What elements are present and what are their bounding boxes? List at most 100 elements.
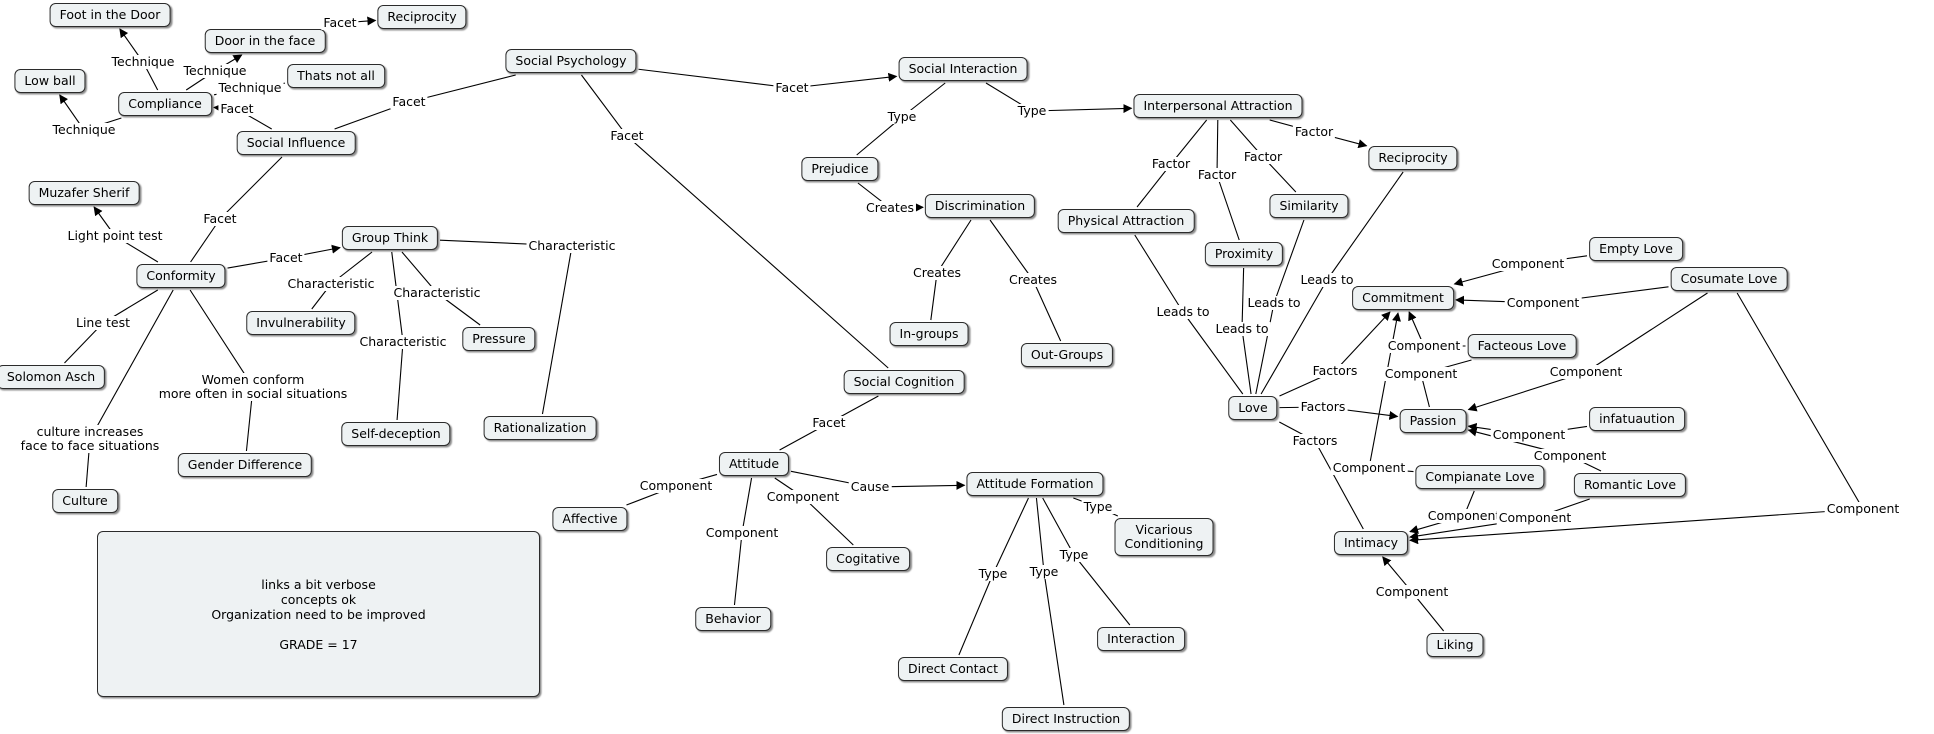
concept-infatuaution[interactable]: infatuaution bbox=[1589, 407, 1685, 431]
link-label-infatuation-passion: Component bbox=[1490, 427, 1568, 442]
concept-social-interaction[interactable]: Social Interaction bbox=[898, 57, 1028, 81]
connector-love-proximity bbox=[1241, 328, 1252, 395]
link-label-love-commitment: Factors bbox=[1310, 363, 1360, 378]
link-label-interattr-similarity: Factor bbox=[1241, 149, 1285, 164]
notes-line: Organization need to be improved bbox=[211, 606, 426, 622]
link-label-interattr-proximity: Factor bbox=[1195, 167, 1239, 182]
concept-empty-love[interactable]: Empty Love bbox=[1589, 237, 1683, 261]
connector-socinf-conformity bbox=[190, 218, 221, 263]
grading-notes-box: links a bit verbose concepts ok Organiza… bbox=[97, 531, 540, 697]
concept-intimacy[interactable]: Intimacy bbox=[1333, 531, 1409, 555]
connector-attform-interaction bbox=[1042, 497, 1075, 556]
concept-proximity[interactable]: Proximity bbox=[1204, 242, 1284, 266]
link-label-conformity-solomon: Line test bbox=[73, 315, 133, 330]
concept-attitude-formation[interactable]: Attitude Formation bbox=[966, 472, 1104, 496]
link-label-door-recip1: Facet bbox=[321, 15, 359, 30]
concept-reciprocity-right[interactable]: Reciprocity bbox=[1368, 146, 1458, 170]
concept-romantic-love[interactable]: Romantic Love bbox=[1573, 473, 1687, 497]
concept-reciprocity-top[interactable]: Reciprocity bbox=[377, 5, 467, 29]
link-label-compianate-commitment: Component bbox=[1330, 460, 1408, 475]
link-label-compliance-foot: Technique bbox=[109, 54, 177, 69]
concept-invulnerability[interactable]: Invulnerability bbox=[246, 311, 356, 335]
concept-compliance[interactable]: Compliance bbox=[118, 92, 212, 116]
arrow-connector-socint-interattr bbox=[1031, 104, 1133, 114]
connector-conformity-gender bbox=[189, 289, 254, 388]
concept-rationalization[interactable]: Rationalization bbox=[483, 416, 597, 440]
connector-discrim-outgroups bbox=[989, 219, 1034, 281]
concept-direct-contact[interactable]: Direct Contact bbox=[897, 657, 1009, 681]
concept-solomon-asch[interactable]: Solomon Asch bbox=[0, 365, 106, 389]
link-label-cosumate-commitment: Component bbox=[1504, 295, 1582, 310]
connector-love-physattr bbox=[1182, 311, 1244, 395]
concept-compianate-love[interactable]: Compianate Love bbox=[1415, 465, 1545, 489]
connector-discrim-ingroups bbox=[936, 219, 972, 274]
concept-facteous-love[interactable]: Facteous Love bbox=[1467, 334, 1577, 358]
concept-liking[interactable]: Liking bbox=[1426, 633, 1484, 657]
connector-love-proximity bbox=[1241, 267, 1245, 330]
concept-group-think[interactable]: Group Think bbox=[341, 226, 439, 250]
concept-door-in-the-face[interactable]: Door in the face bbox=[204, 29, 326, 53]
connector-conformity-culture bbox=[89, 289, 174, 440]
link-label-discrim-ingroups: Creates bbox=[910, 265, 964, 280]
concept-interpersonal-attraction[interactable]: Interpersonal Attraction bbox=[1133, 94, 1303, 118]
link-label-groupthink-invuln: Characteristic bbox=[285, 276, 377, 291]
link-label-love-intimacy: Factors bbox=[1290, 433, 1340, 448]
connector-interattr-proximity bbox=[1216, 174, 1240, 241]
concept-conformity[interactable]: Conformity bbox=[136, 264, 226, 288]
concept-low-ball[interactable]: Low ball bbox=[14, 69, 86, 93]
concept-cosumate-love[interactable]: Cosumate Love bbox=[1670, 267, 1788, 291]
concept-out-groups[interactable]: Out-Groups bbox=[1020, 343, 1114, 367]
concept-cogitative[interactable]: Cogitative bbox=[826, 547, 910, 571]
concept-self-deception[interactable]: Self-deception bbox=[341, 422, 451, 446]
connector-interattr-physattr bbox=[1136, 163, 1172, 208]
arrow-connector-cosumate-intimacy bbox=[1409, 508, 1864, 545]
concept-thats-not-all[interactable]: Thats not all bbox=[287, 64, 385, 88]
link-label-interattr-physattr: Factor bbox=[1149, 156, 1193, 171]
concept-muzafer-sherif[interactable]: Muzafer Sherif bbox=[28, 181, 140, 205]
concept-direct-instruction[interactable]: Direct Instruction bbox=[1001, 707, 1131, 731]
concept-similarity[interactable]: Similarity bbox=[1269, 194, 1349, 218]
link-label-compianate-intimacy: Component bbox=[1425, 508, 1503, 523]
link-label-socinf-conformity: Facet bbox=[201, 211, 239, 226]
concept-gender-difference[interactable]: Gender Difference bbox=[177, 453, 313, 477]
concept-passion[interactable]: Passion bbox=[1399, 409, 1467, 433]
link-label-soccog-attitude: Facet bbox=[810, 415, 848, 430]
concept-affective[interactable]: Affective bbox=[552, 507, 628, 531]
concept-culture[interactable]: Culture bbox=[52, 489, 118, 513]
arrow-connector-love-commitment bbox=[1334, 311, 1391, 372]
link-label-interattr-recip2: Factor bbox=[1292, 124, 1336, 139]
link-label-prejudice-discrim: Creates bbox=[863, 200, 917, 215]
concept-prejudice[interactable]: Prejudice bbox=[801, 157, 879, 181]
link-label-love-recip2: Leads to bbox=[1298, 272, 1356, 287]
arrow-connector-compianate-commitment bbox=[1368, 312, 1401, 469]
link-label-love-physattr: Leads to bbox=[1154, 304, 1212, 319]
notes-line: GRADE = 17 bbox=[279, 636, 358, 652]
concept-pressure[interactable]: Pressure bbox=[462, 327, 536, 351]
link-label-groupthink-ration: Characteristic bbox=[526, 238, 618, 253]
link-label-discrim-outgroups: Creates bbox=[1006, 272, 1060, 287]
concept-love[interactable]: Love bbox=[1228, 396, 1278, 420]
connector-attitude-behavior bbox=[741, 477, 753, 534]
concept-social-cognition[interactable]: Social Cognition bbox=[843, 370, 965, 394]
concept-behavior[interactable]: Behavior bbox=[695, 607, 771, 631]
concept-foot-in-the-door[interactable]: Foot in the Door bbox=[49, 3, 171, 27]
concept-in-groups[interactable]: In-groups bbox=[889, 322, 969, 346]
link-label-conformity-groupthink: Facet bbox=[267, 250, 305, 265]
concept-social-influence[interactable]: Social Influence bbox=[236, 131, 356, 155]
connector-attitude-behavior bbox=[733, 532, 743, 606]
concept-attitude[interactable]: Attitude bbox=[718, 452, 790, 476]
link-label-love-similarity: Leads to bbox=[1245, 295, 1303, 310]
link-label-cosumate-passion: Component bbox=[1547, 364, 1625, 379]
concept-discrimination[interactable]: Discrimination bbox=[924, 194, 1036, 218]
link-label-attform-directinstr: Type bbox=[1027, 564, 1061, 579]
connector-attform-directinstr bbox=[1043, 571, 1065, 706]
concept-physical-attraction[interactable]: Physical Attraction bbox=[1057, 209, 1195, 233]
concept-commitment[interactable]: Commitment bbox=[1352, 286, 1454, 310]
link-label-attitude-cogitative: Component bbox=[764, 489, 842, 504]
concept-interaction[interactable]: Interaction bbox=[1097, 627, 1185, 651]
concept-social-psychology[interactable]: Social Psychology bbox=[505, 49, 637, 73]
